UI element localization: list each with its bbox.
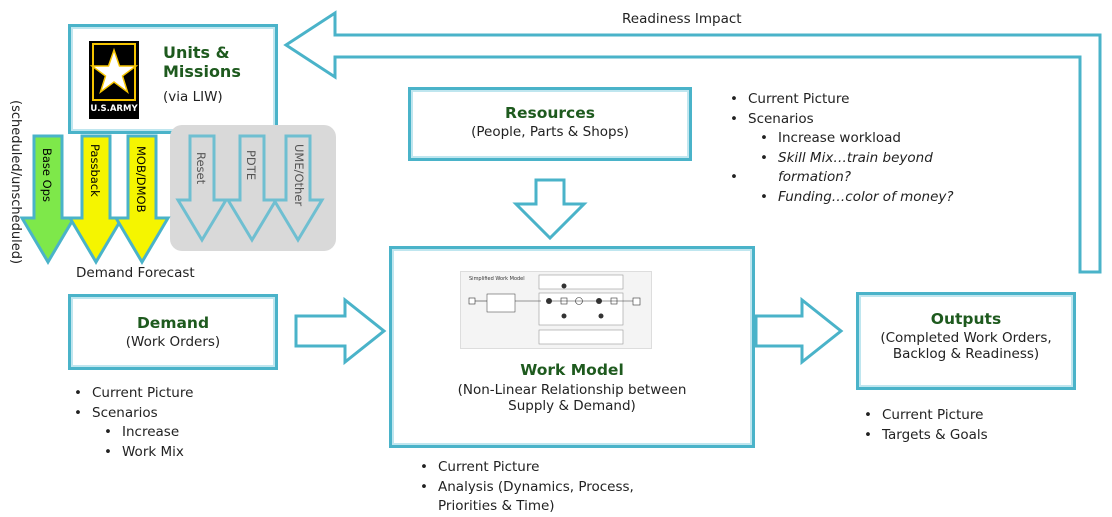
resources-subtitle: (People, Parts & Shops)	[471, 124, 629, 140]
arrow-label-pdte: PDTE	[244, 150, 258, 181]
outputs-subtitle-2: Backlog & Readiness)	[892, 346, 1040, 362]
list-item: Targets & Goals	[858, 426, 1078, 446]
demand-title: Demand	[136, 314, 210, 332]
list-item-continuation: formation?	[724, 168, 1014, 188]
outputs-notes: Current Picture Targets & Goals	[858, 406, 1078, 445]
work-model-subtitle-1: (Non-Linear Relationship between	[457, 382, 687, 398]
arrow-label-ume-other: UME/Other	[292, 144, 306, 207]
list-item: Increase workload	[724, 129, 1014, 149]
star-icon	[89, 43, 139, 101]
arrow-label-passback: Passback	[88, 144, 102, 197]
units-title-line2: Missions	[163, 62, 241, 81]
arrow-label-reset: Reset	[194, 152, 208, 185]
resources-notes: Current Picture Scenarios Increase workl…	[724, 90, 1014, 207]
work-model-thumbnail: Simplified Work Model	[460, 271, 652, 349]
passback-arrow	[67, 134, 125, 265]
demand-forecast-label: Demand Forecast	[76, 265, 195, 281]
units-subtitle: (via LIW)	[163, 89, 223, 105]
outputs-subtitle-1: (Completed Work Orders,	[880, 330, 1052, 346]
demand-box: Demand (Work Orders)	[68, 294, 278, 370]
list-item: Funding…color of money?	[724, 188, 1014, 208]
readiness-impact-label: Readiness Impact	[622, 11, 742, 27]
reset-arrow	[175, 134, 229, 243]
demand-subtitle: (Work Orders)	[125, 334, 221, 350]
arrow-label-mob-dmob: MOB/DMOB	[134, 146, 148, 213]
list-item: Current Picture	[68, 384, 288, 404]
list-item: Current Picture	[858, 406, 1078, 426]
list-item: Scenarios	[68, 404, 288, 424]
army-logo: U.S.ARMY	[89, 41, 139, 119]
list-item: Skill Mix…train beyond	[724, 149, 1014, 169]
list-item: Work Mix	[68, 443, 288, 463]
scheduled-unscheduled-label: (scheduled/unscheduled)	[8, 100, 23, 265]
pdte-arrow	[225, 134, 279, 243]
list-item: Scenarios	[724, 110, 1014, 130]
resources-to-model-arrow	[512, 178, 588, 241]
demand-notes: Current Picture Scenarios Increase Work …	[68, 384, 288, 462]
work-model-subtitle-2: Supply & Demand)	[508, 398, 636, 414]
outputs-box: Outputs (Completed Work Orders, Backlog …	[856, 292, 1076, 390]
resources-title: Resources	[505, 104, 595, 122]
work-model-title: Work Model	[520, 361, 624, 379]
model-to-outputs-arrow	[754, 296, 844, 366]
work-model-notes: Current Picture Analysis (Dynamics, Proc…	[414, 458, 734, 517]
svg-text:Simplified Work Model: Simplified Work Model	[469, 276, 525, 282]
ume-other-arrow	[271, 134, 325, 243]
mob-dmob-arrow	[113, 134, 171, 265]
work-model-box: Simplified Work Model Work Model (Non-Li…	[389, 246, 755, 448]
demand-to-model-arrow	[294, 296, 387, 366]
flow-diagram-icon: Simplified Work Model	[468, 274, 641, 345]
list-item: Current Picture	[414, 458, 734, 478]
list-item: Analysis (Dynamics, Process,	[414, 478, 734, 498]
outputs-title: Outputs	[930, 310, 1002, 328]
resources-box: Resources (People, Parts & Shops)	[408, 87, 692, 161]
list-item-continuation: Priorities & Time)	[438, 498, 555, 514]
list-item: Current Picture	[724, 90, 1014, 110]
arrow-label-base-ops: Base Ops	[40, 148, 54, 203]
list-item: Increase	[68, 423, 288, 443]
units-title-line1: Units &	[163, 43, 230, 62]
base-ops-arrow	[19, 134, 77, 265]
